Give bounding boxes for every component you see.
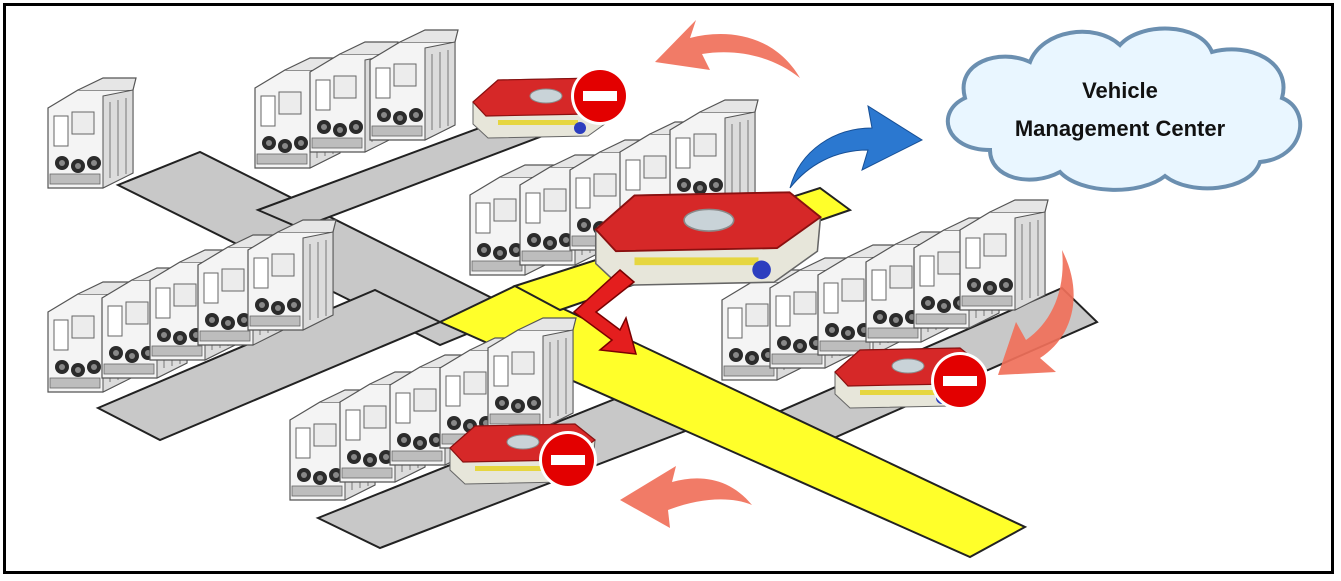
cloud-title-line-1: Vehicle <box>955 72 1285 110</box>
curved-arrow-icon <box>790 106 922 188</box>
curved-arrow-icon <box>620 466 752 528</box>
cloud-label: Vehicle Management Center <box>955 72 1285 148</box>
curved-arrow-icon <box>655 20 800 78</box>
cloud-title-line-2: Management Center <box>955 110 1285 148</box>
no-entry-icon <box>539 431 597 489</box>
agv-active <box>596 192 821 285</box>
no-entry-icon <box>571 67 629 125</box>
no-entry-icon <box>931 352 989 410</box>
